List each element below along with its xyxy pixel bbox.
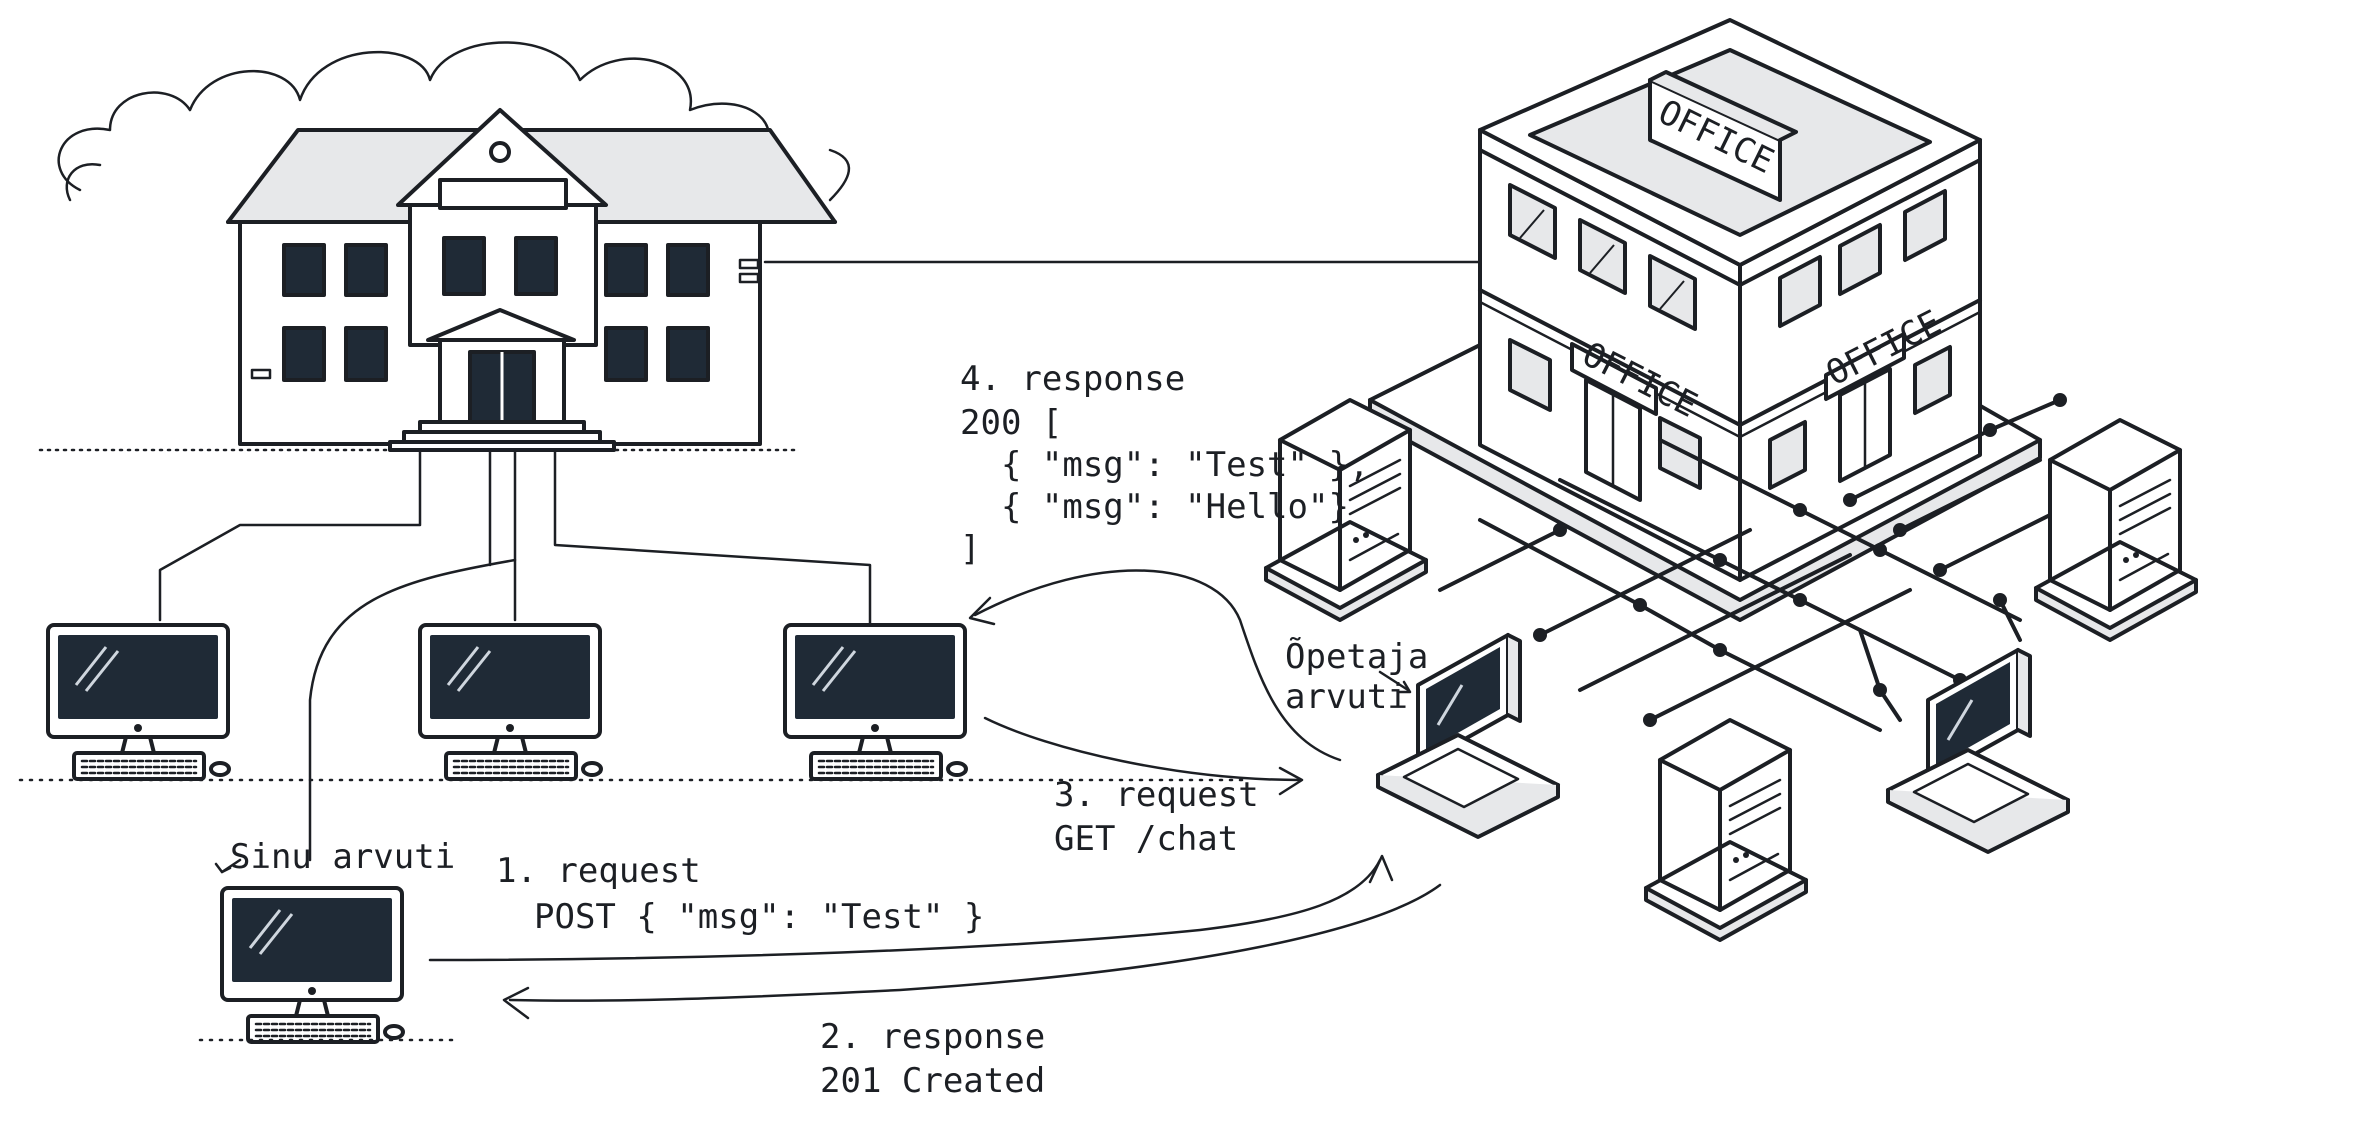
arrow-step3 — [983, 716, 1302, 782]
arrow-step2 — [508, 883, 1442, 1002]
server-right — [2034, 418, 2198, 642]
step2-body: 201 Created — [820, 1061, 1045, 1101]
student-computer — [220, 886, 405, 1044]
step1-title: 1. request — [496, 851, 701, 891]
step4-line-1: 200 [ — [960, 403, 1062, 443]
teacher-computer-label-2: arvuti — [1285, 677, 1408, 717]
teacher-computer-label-1: Õpetaja — [1285, 636, 1428, 677]
school-computer-2 — [418, 623, 603, 781]
step3-title: 3. request — [1054, 775, 1259, 815]
arrow-step1 — [428, 858, 1382, 962]
office-network — [1438, 398, 2152, 732]
clouds — [57, 41, 806, 222]
step1-body: POST { "msg": "Test" } — [534, 897, 984, 937]
step3-body: GET /chat — [1054, 819, 1238, 859]
step4-line-4: ] — [960, 529, 980, 569]
school-computer-3 — [783, 623, 968, 781]
server-bottom — [1644, 718, 1808, 942]
step4-line-2: { "msg": "Test" }, — [960, 445, 1369, 485]
network-nodes — [1533, 393, 2067, 727]
student-computer-label: Sinu arvuti — [230, 837, 455, 877]
flow-arrows — [214, 569, 1442, 1020]
school-cabling — [158, 450, 872, 862]
step4-line-3: { "msg": "Hello"} — [960, 487, 1349, 527]
step2-title: 2. response — [820, 1017, 1045, 1057]
office-computer-right — [1886, 648, 2070, 854]
office-building: OFFICE OFFICE OFFICE — [1368, 18, 2042, 622]
step4-title: 4. response — [960, 359, 1185, 399]
arrow-step4 — [973, 569, 1342, 762]
school-building — [38, 41, 850, 452]
school-computer-1 — [46, 623, 231, 781]
